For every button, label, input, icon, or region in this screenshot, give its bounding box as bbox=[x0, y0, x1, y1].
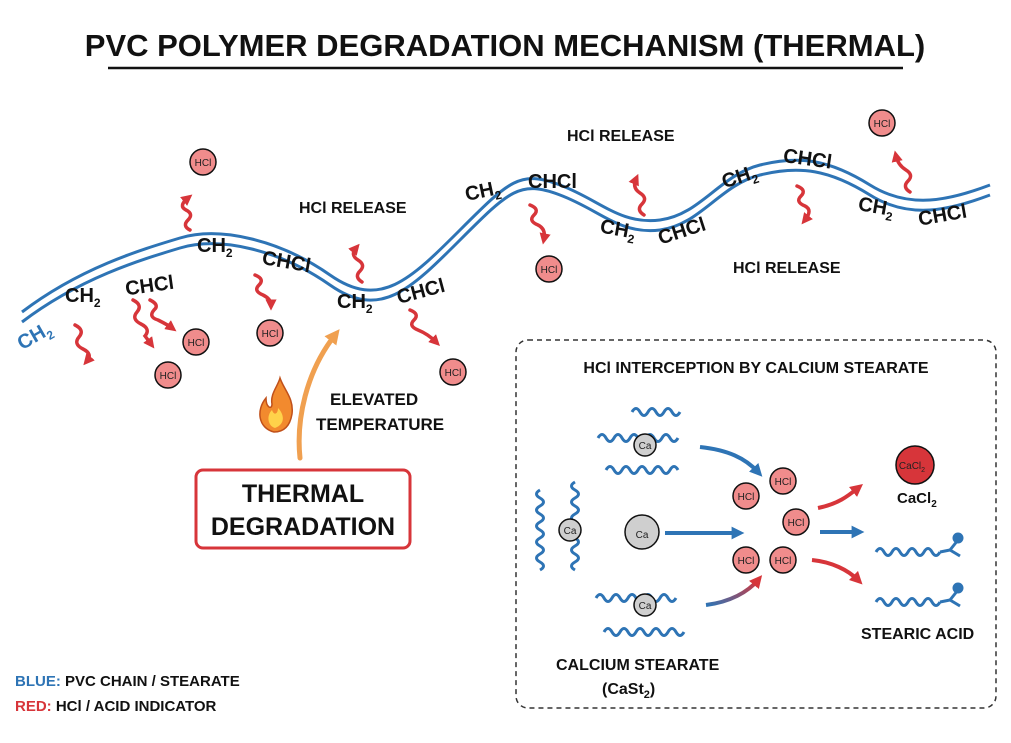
to-cacl2-arrow bbox=[817, 484, 863, 510]
hcl-arrow bbox=[73, 323, 95, 366]
svg-text:HCl: HCl bbox=[445, 368, 462, 379]
svg-text:HCl: HCl bbox=[541, 265, 558, 276]
svg-text:Ca: Ca bbox=[564, 526, 577, 537]
stearate-chains bbox=[535, 407, 942, 637]
casto-formula-label: (CaSt2) bbox=[602, 681, 655, 701]
hcl-molecule: HCl bbox=[732, 546, 760, 574]
page-title: PVC POLYMER DEGRADATION MECHANISM (THERM… bbox=[85, 28, 925, 63]
chain-group-chcl-7: CHCl bbox=[917, 200, 969, 230]
hcl-molecule: HCl bbox=[769, 467, 797, 495]
hcl-arrow bbox=[628, 173, 647, 217]
interception-heading: HCl INTERCEPTION BY CALCIUM STEARATE bbox=[583, 360, 929, 377]
color-legend: BLUE: PVC CHAIN / STEARATE RED: HCl / AC… bbox=[15, 673, 240, 715]
svg-text:Ca: Ca bbox=[636, 530, 649, 541]
svg-text:HCl: HCl bbox=[775, 477, 792, 488]
temperature-arrow bbox=[296, 329, 340, 461]
svg-text:Ca: Ca bbox=[639, 441, 652, 452]
hcl-arrow bbox=[348, 243, 365, 284]
svg-text:HCl: HCl bbox=[195, 158, 212, 169]
hcl-release-label: HCl RELEASE bbox=[567, 128, 675, 145]
pvc-chain bbox=[21, 158, 991, 324]
hcl-molecule: HCl bbox=[769, 546, 797, 574]
hcl-molecule: HCl bbox=[439, 358, 467, 386]
svg-text:HCl: HCl bbox=[775, 556, 792, 567]
hcl-release-label: HCl RELEASE bbox=[299, 200, 407, 217]
hcl-arrow bbox=[131, 298, 155, 349]
ca-atom-central: Ca bbox=[624, 514, 660, 550]
chain-group-chcl-2: CHCl bbox=[260, 247, 312, 277]
hcl-molecules: HCl HCl HCl HCl HCl HCl HCl bbox=[154, 109, 896, 389]
thermal-degradation-box: THERMAL DEGRADATION bbox=[194, 468, 412, 550]
stearate-to-hcl-arrow bbox=[699, 445, 763, 477]
svg-text:CaCl2: CaCl2 bbox=[899, 461, 925, 474]
hcl-arrow bbox=[253, 273, 277, 311]
ca-atom: Ca bbox=[633, 593, 657, 617]
hcl-arrow bbox=[528, 203, 551, 245]
hcl-release-label: HCl RELEASE bbox=[733, 260, 841, 277]
stearate-chain bbox=[602, 627, 686, 637]
hcl-molecule: HCl bbox=[256, 319, 284, 347]
ca-atom: Ca bbox=[633, 433, 657, 457]
stearate-chain bbox=[630, 407, 682, 417]
legend-blue: BLUE: PVC CHAIN / STEARATE bbox=[15, 673, 240, 690]
svg-text:HCl: HCl bbox=[788, 518, 805, 529]
stearate-chain bbox=[604, 465, 680, 475]
chain-group-chcl-1: CHCl bbox=[124, 272, 175, 301]
svg-text:Ca: Ca bbox=[639, 601, 652, 612]
chain-group-ch2-7: CH2 bbox=[856, 193, 896, 224]
chain-group-ch2-5: CH2 bbox=[598, 216, 638, 247]
svg-text:HCl: HCl bbox=[262, 329, 279, 340]
hcl-molecule: HCl bbox=[535, 255, 563, 283]
ca-atom: Ca bbox=[558, 518, 582, 542]
hcl-arrow bbox=[891, 150, 913, 194]
stearic-acid-chain bbox=[874, 597, 942, 607]
chain-group-ch2-3: CH2 bbox=[337, 291, 373, 316]
stearate-chain bbox=[535, 488, 545, 572]
hcl-molecule: HCl bbox=[732, 482, 760, 510]
hcl-release-arrows bbox=[73, 150, 913, 366]
degradation-label: DEGRADATION bbox=[211, 513, 395, 541]
hcl-arrow bbox=[148, 298, 177, 332]
svg-text:HCl: HCl bbox=[188, 338, 205, 349]
chain-end-ch2: CH2 bbox=[14, 318, 58, 358]
thermal-label: THERMAL bbox=[242, 480, 364, 508]
cacl2-molecule: CaCl2 bbox=[895, 445, 935, 485]
hcl-molecule: HCl bbox=[154, 361, 182, 389]
hcl-arrow bbox=[180, 194, 193, 232]
stearic-acid-heads bbox=[939, 532, 964, 608]
stearate-to-hcl-arrow bbox=[705, 575, 763, 607]
temperature-label: TEMPERATURE bbox=[316, 415, 444, 434]
chain-group-ch2-1: CH2 bbox=[65, 285, 101, 310]
flame-icon bbox=[259, 375, 293, 433]
elevated-label: ELEVATED bbox=[330, 390, 418, 409]
to-stearic-acid-arrow bbox=[811, 558, 863, 585]
stearic-acid-chain bbox=[874, 547, 942, 557]
chain-group-ch2-2: CH2 bbox=[197, 235, 233, 260]
svg-text:HCl: HCl bbox=[874, 119, 891, 130]
cacl2-label: CaCl2 bbox=[897, 490, 937, 510]
legend-red: RED: HCl / ACID INDICATOR bbox=[15, 698, 217, 715]
svg-text:HCl: HCl bbox=[160, 371, 177, 382]
hcl-molecule: HCl bbox=[189, 148, 217, 176]
hcl-arrow bbox=[408, 308, 440, 346]
svg-text:HCl: HCl bbox=[738, 556, 755, 567]
chain-labels: CH2 CH2 CHCl CH2 CHCl CH2 CHCl CH2 CHCl … bbox=[14, 145, 969, 358]
stearic-acid-label: STEARIC ACID bbox=[861, 626, 974, 643]
calcium-stearate-label: CALCIUM STEARATE bbox=[556, 657, 720, 674]
hcl-molecule: HCl bbox=[182, 328, 210, 356]
hcl-arrow bbox=[795, 184, 813, 225]
chain-group-chcl-4: CHCl bbox=[528, 171, 577, 193]
interception-panel: HCl INTERCEPTION BY CALCIUM STEARATE Ca … bbox=[515, 339, 997, 709]
svg-text:HCl: HCl bbox=[738, 492, 755, 503]
hcl-molecule: HCl bbox=[782, 508, 810, 536]
hcl-molecule: HCl bbox=[868, 109, 896, 137]
